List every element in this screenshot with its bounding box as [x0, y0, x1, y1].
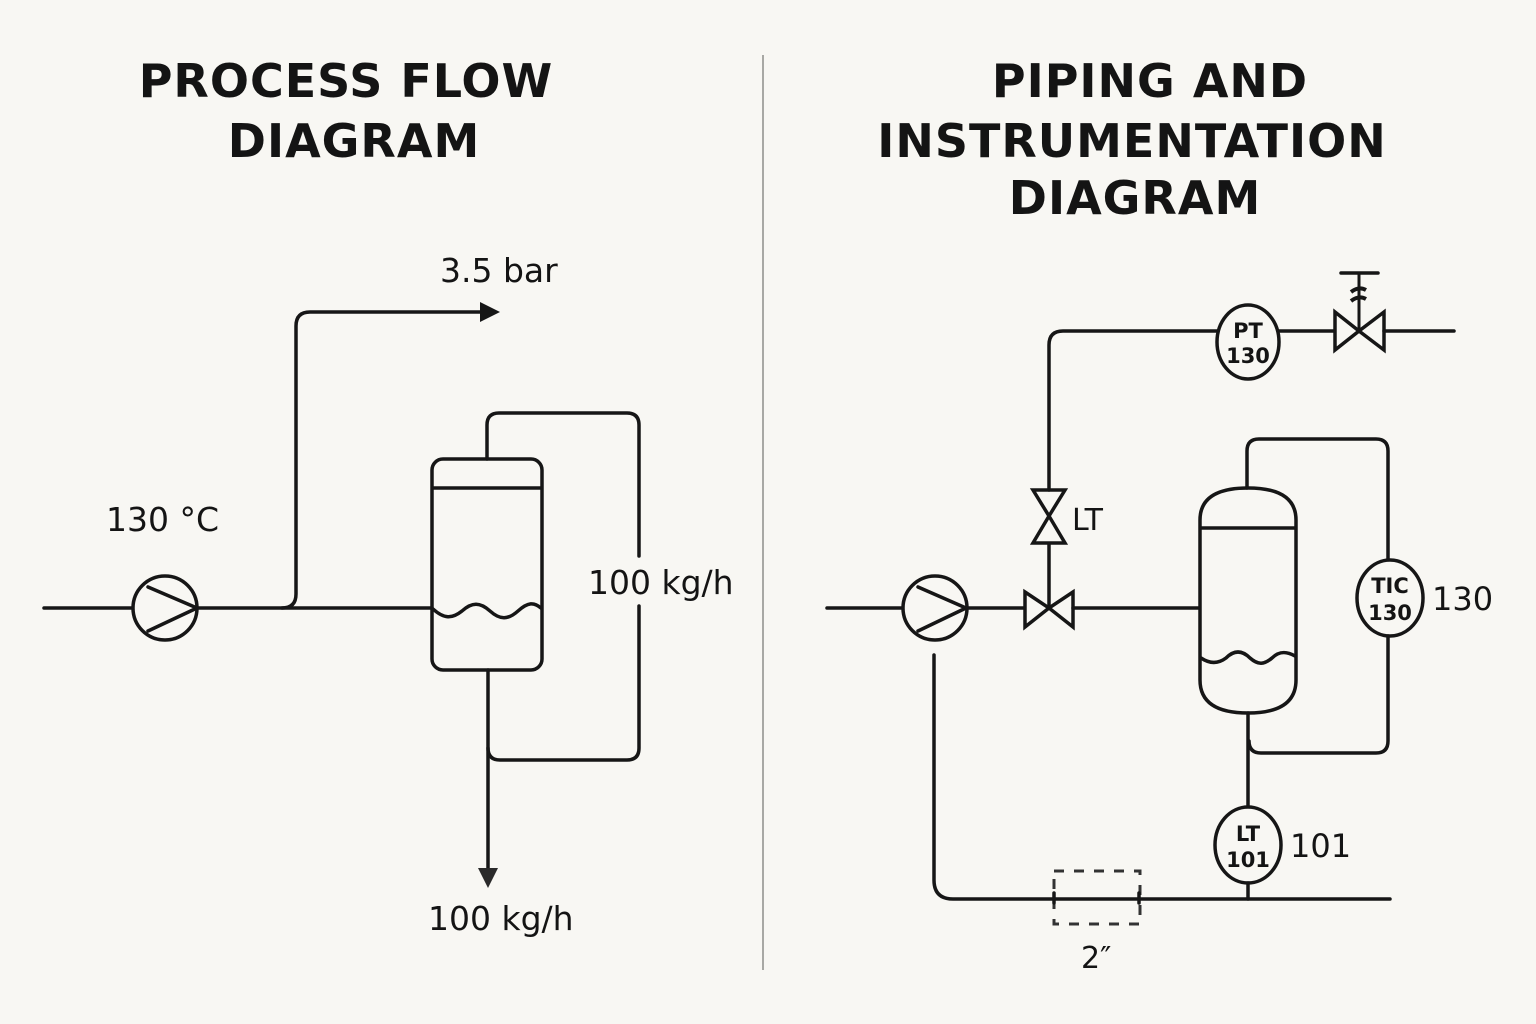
pfd-pressure-label: 3.5 bar: [440, 251, 558, 290]
pfd-panel: PROCESS FLOW DIAGRAM 130 °C 3.5 bar 100 …: [42, 54, 734, 938]
pid-tic-number: 130: [1368, 601, 1412, 625]
pid-tic-loop-top[interactable]: [1245, 437, 1390, 562]
pfd-outlet-arrow-icon: [478, 868, 498, 888]
pid-vessel-icon[interactable]: [1198, 486, 1298, 715]
pfd-recycle-top-pipe[interactable]: [485, 411, 641, 558]
pid-title-line3: DIAGRAM: [1009, 171, 1261, 225]
pfd-recycle-flow-label: 100 kg/h: [588, 563, 734, 602]
pfd-title-line2: DIAGRAM: [228, 114, 480, 168]
pid-panel: PIPING AND INSTRUMENTATION DIAGRAM LT PT…: [825, 54, 1493, 976]
pid-tic-side-label: 130: [1432, 580, 1493, 618]
pfd-temperature-label: 130 °C: [106, 500, 219, 539]
pid-pressure-line[interactable]: [1047, 329, 1220, 492]
pid-tic-tag: TIC: [1371, 574, 1409, 598]
pid-lt-valve-icon[interactable]: [1029, 488, 1069, 545]
pfd-outlet-flow-label: 100 kg/h: [428, 899, 574, 938]
pid-lt-number: 101: [1226, 848, 1270, 872]
pid-tic-loop-bottom[interactable]: [1247, 634, 1390, 755]
pid-pipe-size-box: [1052, 869, 1142, 926]
pid-valve-label: LT: [1072, 503, 1104, 538]
pfd-vessel-icon[interactable]: [430, 457, 544, 672]
pid-pt-tag: PT: [1233, 319, 1263, 343]
pid-tic-instrument[interactable]: TIC 130: [1355, 558, 1425, 638]
pfd-vapor-pipe[interactable]: [280, 310, 486, 610]
pfd-pump-icon[interactable]: [131, 574, 199, 642]
pid-title-line2: INSTRUMENTATION: [877, 114, 1387, 168]
pid-lt-instrument[interactable]: LT 101: [1213, 805, 1283, 885]
pid-pt-number: 130: [1226, 344, 1270, 368]
pfd-title-line1: PROCESS FLOW: [139, 54, 554, 108]
pid-title-line1: PIPING AND: [992, 54, 1308, 108]
pid-return-pipe[interactable]: [932, 653, 1392, 901]
pid-lt-tag: LT: [1236, 822, 1261, 846]
pid-pt-instrument[interactable]: PT 130: [1215, 303, 1281, 381]
pid-handwheel-valve-icon[interactable]: [1333, 271, 1386, 354]
pfd-vapor-arrow-icon: [480, 302, 500, 322]
pid-pipe-size-label: 2″: [1081, 941, 1111, 976]
pid-pump-icon[interactable]: [901, 574, 969, 642]
pid-lt-side-label: 101: [1290, 827, 1351, 865]
